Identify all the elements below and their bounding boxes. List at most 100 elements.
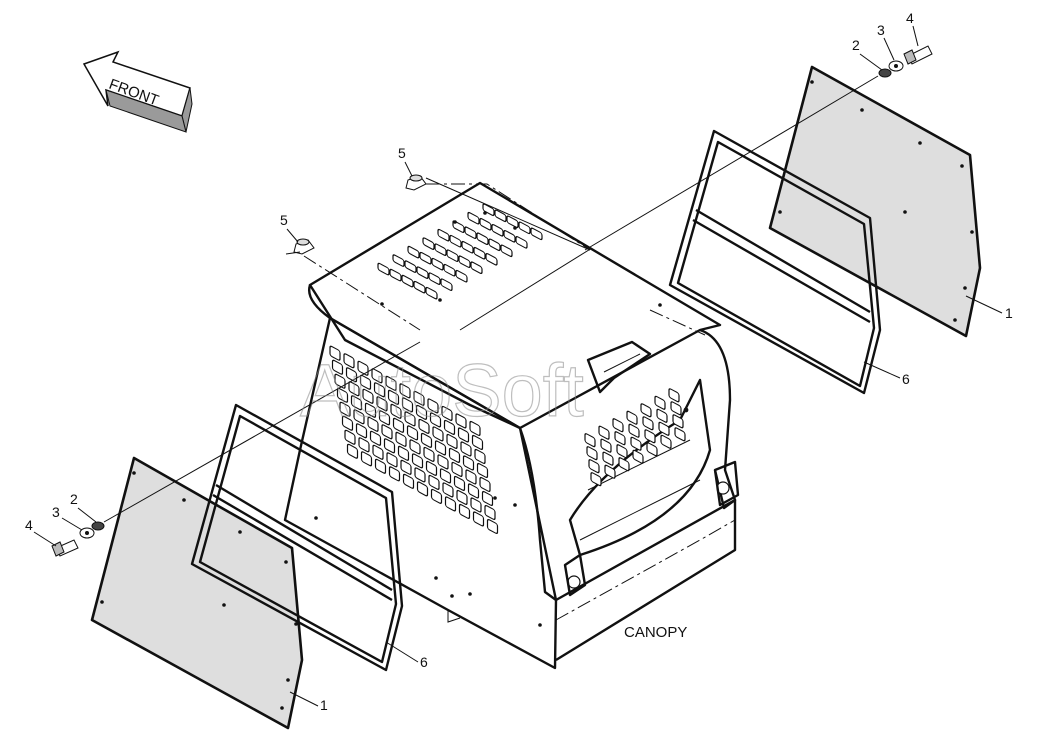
vent-hole bbox=[404, 411, 416, 427]
vent-hole bbox=[455, 269, 468, 283]
vent-hole bbox=[411, 453, 424, 469]
vent-hole bbox=[441, 405, 453, 421]
vent-hole bbox=[465, 469, 477, 485]
vent-hole bbox=[395, 431, 407, 447]
vent-hole bbox=[430, 488, 443, 504]
vent-hole bbox=[428, 272, 441, 285]
vent-hole bbox=[371, 368, 383, 384]
vent-hole bbox=[400, 459, 412, 475]
vent-hole bbox=[406, 425, 419, 441]
vent-hole bbox=[449, 234, 462, 248]
hardware-left bbox=[51, 521, 105, 557]
callout-6-left: 6 bbox=[420, 654, 428, 670]
vent-hole bbox=[612, 418, 624, 433]
vent-hole bbox=[630, 436, 642, 451]
vent-hole bbox=[404, 260, 417, 273]
vent-hole bbox=[339, 401, 351, 417]
vent-hole bbox=[364, 402, 377, 418]
vent-hole bbox=[407, 245, 420, 259]
vent-hole bbox=[350, 395, 363, 411]
vent-hole bbox=[387, 389, 400, 405]
vent-hole bbox=[341, 415, 354, 431]
pivot-left bbox=[567, 575, 581, 589]
vent-hole bbox=[598, 425, 610, 440]
vent-hole bbox=[668, 388, 680, 403]
canopy-body bbox=[283, 181, 740, 670]
vent-hole bbox=[660, 434, 672, 449]
vent-hole bbox=[461, 240, 474, 254]
vent-hole bbox=[656, 408, 668, 423]
vent-hole bbox=[672, 414, 684, 429]
vent-hole bbox=[429, 412, 442, 428]
vent-hole bbox=[374, 458, 387, 474]
side-panel-right-holes bbox=[778, 80, 974, 322]
vent-hole bbox=[457, 427, 470, 443]
vent-hole bbox=[428, 474, 440, 490]
vent-hole bbox=[616, 444, 628, 459]
vent-hole bbox=[425, 460, 438, 476]
vent-hole bbox=[494, 209, 507, 223]
callout-3-right: 3 bbox=[877, 22, 885, 38]
assembly-label: CANOPY bbox=[624, 624, 687, 641]
vent-hole bbox=[423, 446, 435, 462]
vent-hole bbox=[397, 445, 410, 461]
vent-hole bbox=[357, 360, 369, 376]
vent-hole bbox=[482, 203, 495, 217]
vent-hole bbox=[491, 223, 504, 237]
vent-hole bbox=[425, 286, 438, 300]
nut-left bbox=[293, 238, 315, 255]
vent-hole bbox=[471, 434, 484, 451]
vent-hole bbox=[331, 359, 344, 375]
vent-hole bbox=[453, 475, 466, 491]
vent-hole bbox=[500, 244, 513, 258]
vent-hole bbox=[456, 489, 468, 505]
vent-hole bbox=[329, 345, 341, 361]
vent-hole bbox=[385, 375, 397, 391]
vent-hole bbox=[503, 229, 516, 243]
vent-hole bbox=[414, 467, 426, 483]
vent-hole bbox=[506, 215, 519, 229]
vent-hole bbox=[334, 373, 346, 389]
vent-hole bbox=[376, 396, 388, 412]
callout-6-right: 6 bbox=[902, 371, 910, 387]
vent-hole bbox=[586, 446, 598, 461]
vent-hole bbox=[440, 278, 453, 291]
vent-hole bbox=[418, 418, 430, 434]
vent-hole bbox=[462, 455, 475, 471]
vent-hole bbox=[431, 257, 444, 271]
vent-hole bbox=[458, 255, 471, 269]
vent-hole bbox=[467, 211, 480, 225]
side-panel-right bbox=[768, 65, 982, 338]
lock-washer-left bbox=[91, 521, 105, 531]
vent-hole bbox=[614, 431, 626, 446]
vent-hole bbox=[358, 437, 370, 453]
roof-fastener-holes bbox=[314, 211, 689, 627]
vent-hole bbox=[359, 374, 372, 390]
vent-hole bbox=[658, 421, 670, 436]
vent-hole bbox=[336, 387, 349, 403]
vent-hole bbox=[355, 423, 368, 439]
vent-hole bbox=[348, 381, 360, 397]
vent-hole bbox=[467, 483, 480, 499]
vent-hole bbox=[479, 217, 492, 231]
vent-hole bbox=[442, 482, 454, 498]
front-arrow: FRONT bbox=[82, 50, 193, 133]
vent-hole bbox=[530, 227, 543, 241]
vent-hole bbox=[389, 268, 402, 282]
vent-hole bbox=[474, 448, 486, 465]
vent-hole bbox=[473, 246, 486, 260]
vent-hole bbox=[392, 417, 405, 433]
vent-hole bbox=[360, 451, 373, 467]
vent-hole bbox=[674, 427, 686, 442]
callout-2-left: 2 bbox=[70, 491, 78, 507]
watermark: AutoSoft bbox=[300, 349, 584, 432]
seal-frame-right bbox=[668, 129, 882, 395]
vent-hole bbox=[419, 251, 432, 265]
vent-hole bbox=[476, 232, 489, 246]
vent-hole bbox=[448, 447, 461, 463]
vent-hole bbox=[518, 221, 531, 235]
vent-hole bbox=[420, 432, 433, 448]
vent-hole bbox=[377, 262, 390, 276]
vent-hole bbox=[644, 429, 656, 444]
vent-hole bbox=[486, 518, 499, 535]
